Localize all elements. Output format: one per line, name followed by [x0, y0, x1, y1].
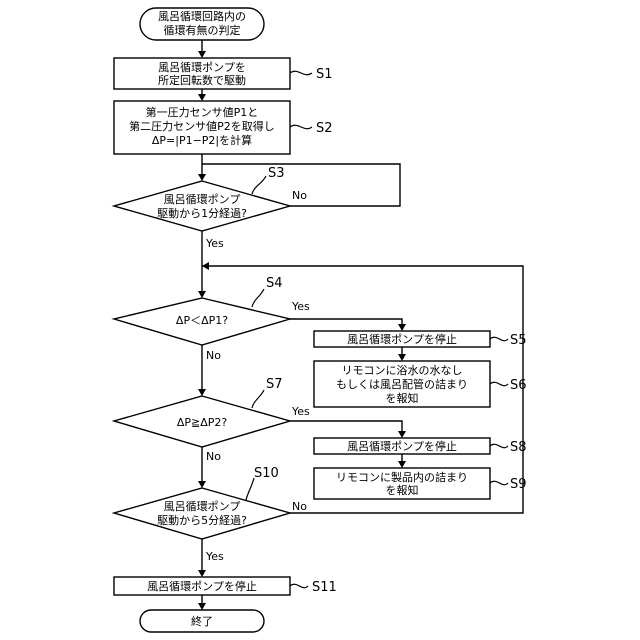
process-s8: 風呂循環ポンプを停止 — [314, 438, 490, 454]
process-s1-line-1: 風呂循環ポンプを — [158, 61, 246, 74]
arrowhead-end — [198, 603, 206, 610]
step-label-s1: S1 — [316, 67, 333, 82]
process-s1-line-2: 所定回転数で駆動 — [158, 73, 246, 87]
arrowhead-s1 — [198, 51, 206, 58]
arrowhead-loop-return — [202, 262, 209, 270]
process-s2-line-2: 第二圧力センサ値P2を取得し — [129, 119, 275, 133]
process-s2: 第一圧力センサ値P1と 第二圧力センサ値P2を取得し ΔP=|P1−P2|を計算 — [114, 101, 290, 154]
process-s2-line-3: ΔP=|P1−P2|を計算 — [152, 133, 252, 147]
leader-s7 — [252, 390, 264, 408]
decision-s3-line-1: 風呂循環ポンプ — [164, 193, 241, 206]
branch-label-s3-no: No — [292, 189, 307, 202]
arrowhead-s6 — [398, 354, 406, 361]
arrowhead-s9 — [398, 461, 406, 468]
start-terminal-line-1: 風呂循環回路内の — [158, 9, 246, 23]
arrowhead-s10 — [198, 481, 206, 488]
branch-label-s4-yes: Yes — [291, 300, 310, 313]
decision-s3: 風呂循環ポンプ 駆動から1分経過? — [114, 181, 290, 231]
decision-s4: ΔP＜ΔP1? — [114, 298, 290, 345]
start-terminal: 風呂循環回路内の 循環有無の判定 — [140, 8, 264, 40]
arrowhead-s4 — [198, 291, 206, 298]
step-label-s9: S9 — [510, 477, 527, 492]
arrowhead-s8 — [398, 431, 406, 438]
step-label-s8: S8 — [510, 440, 527, 455]
process-s5-line-1: 風呂循環ポンプを停止 — [347, 332, 457, 346]
branch-label-s4-no: No — [206, 349, 221, 362]
leader-s3 — [252, 176, 266, 194]
edge-s4-yes — [290, 319, 402, 325]
process-s6-line-3: を報知 — [386, 391, 419, 405]
process-s6: リモコンに浴水の水なし もしくは風呂配管の詰まり を報知 — [314, 361, 490, 407]
process-s9: リモコンに製品内の詰まり を報知 — [314, 468, 490, 499]
arrowhead-s5 — [398, 324, 406, 331]
end-terminal-line-1: 終了 — [191, 614, 213, 628]
arrowhead-s11 — [198, 570, 206, 577]
step-label-s11: S11 — [312, 580, 337, 595]
arrowhead-s7 — [198, 389, 206, 396]
leader-s2 — [290, 125, 312, 128]
decision-s4-line-1: ΔP＜ΔP1? — [176, 314, 228, 327]
branch-label-s7-no: No — [206, 450, 221, 463]
leader-s9 — [490, 481, 508, 484]
leader-s4 — [252, 289, 264, 307]
step-label-s3: S3 — [268, 166, 285, 181]
leader-s5 — [490, 337, 508, 340]
decision-s10-line-2: 駆動から5分経過? — [157, 513, 247, 527]
branch-label-s10-yes: Yes — [205, 550, 224, 563]
process-s5: 風呂循環ポンプを停止 — [314, 331, 490, 347]
process-s9-line-2: を報知 — [386, 483, 419, 497]
process-s6-line-1: リモコンに浴水の水なし — [342, 364, 463, 377]
step-label-s4: S4 — [266, 276, 283, 291]
decision-s3-shape — [114, 181, 290, 231]
start-terminal-line-2: 循環有無の判定 — [164, 23, 241, 37]
decision-s10: 風呂循環ポンプ 駆動から5分経過? — [114, 488, 290, 539]
leader-s6 — [490, 382, 508, 385]
branch-label-s7-yes: Yes — [291, 405, 310, 418]
edge-s7-yes — [290, 421, 402, 432]
step-label-s7: S7 — [266, 377, 283, 392]
leader-s10 — [246, 478, 254, 500]
decision-s10-line-1: 風呂循環ポンプ — [164, 500, 241, 513]
end-terminal: 終了 — [140, 610, 264, 632]
process-s11-line-1: 風呂循環ポンプを停止 — [147, 579, 257, 593]
process-s1: 風呂循環ポンプを 所定回転数で駆動 — [114, 58, 290, 89]
arrowhead-s3 — [198, 174, 206, 181]
leader-s8 — [490, 444, 508, 447]
arrowhead-s2 — [198, 94, 206, 101]
step-label-s5: S5 — [510, 333, 527, 348]
process-s8-line-1: 風呂循環ポンプを停止 — [347, 439, 457, 453]
branch-label-s10-no: No — [292, 500, 307, 513]
leader-s1 — [290, 71, 312, 74]
process-s9-line-1: リモコンに製品内の詰まり — [336, 470, 468, 484]
step-label-s2: S2 — [316, 121, 333, 136]
process-s6-line-2: もしくは風呂配管の詰まり — [336, 377, 468, 391]
decision-s7: ΔP≧ΔP2? — [114, 396, 290, 447]
leader-s11 — [290, 584, 308, 587]
decision-s3-line-2: 駆動から1分経過? — [157, 206, 247, 220]
branch-label-s3-yes: Yes — [205, 237, 224, 250]
step-label-s10: S10 — [254, 466, 279, 481]
step-label-s6: S6 — [510, 378, 527, 393]
process-s2-line-1: 第一圧力センサ値P1と — [146, 105, 259, 119]
process-s11: 風呂循環ポンプを停止 — [114, 577, 290, 595]
decision-s7-line-1: ΔP≧ΔP2? — [177, 416, 228, 429]
